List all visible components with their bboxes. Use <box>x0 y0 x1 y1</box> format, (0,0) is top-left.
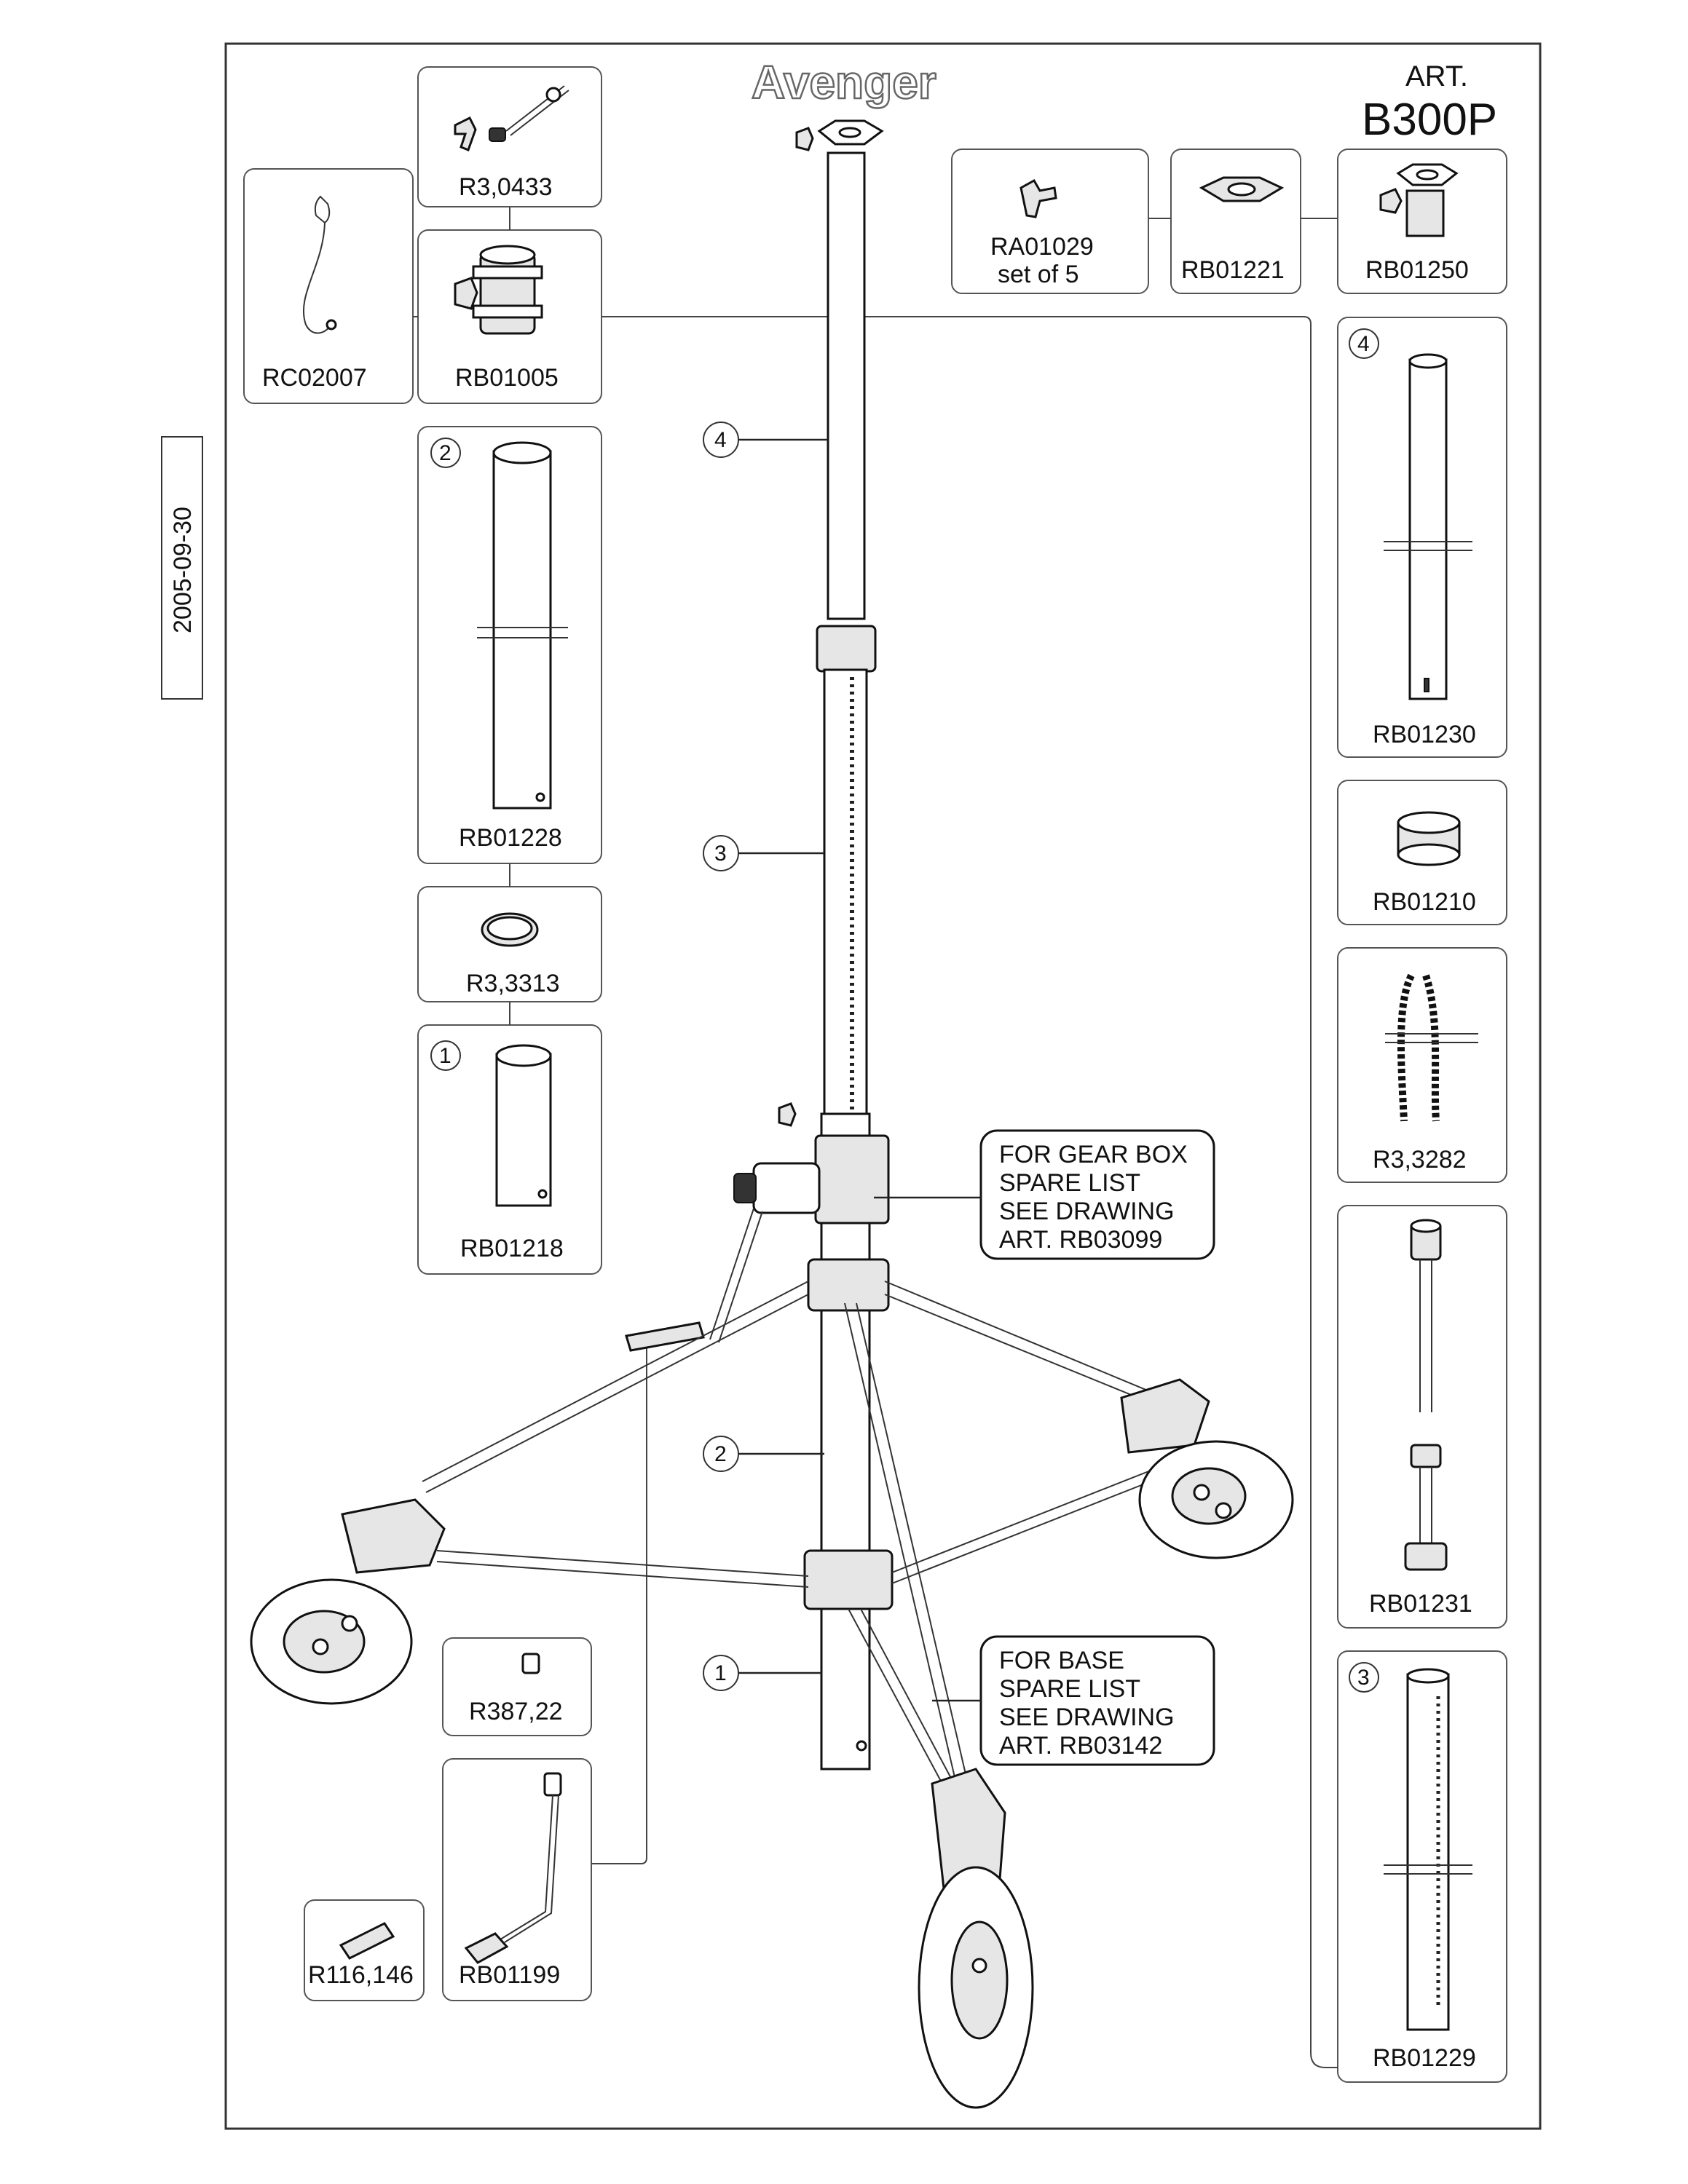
art-label: ART. <box>1405 60 1468 92</box>
part-box-rb01005: RB01005 <box>417 229 602 404</box>
part-code: RB01229 <box>1373 2044 1476 2072</box>
part-code: RA01029 <box>990 233 1094 261</box>
note-line: SEE DRAWING <box>999 1198 1175 1225</box>
note-line: FOR BASE <box>999 1647 1124 1674</box>
part-code: R3,3282 <box>1373 1146 1467 1174</box>
part-code: RB01230 <box>1373 721 1476 748</box>
note-base: FOR BASE SPARE LIST SEE DRAWING ART. RB0… <box>932 1635 1215 1766</box>
section-number: 1 <box>439 1044 451 1068</box>
part-code: R116,146 <box>308 1961 414 1989</box>
part-box-rb01210: RB01210 <box>1337 780 1507 925</box>
part-box-rb01228: 2 RB01228 <box>417 426 602 864</box>
connector-lines <box>413 207 1338 2068</box>
part-box-r116-146: R116,146 <box>304 1899 425 2001</box>
part-code: RB01231 <box>1369 1590 1472 1618</box>
section-number: 4 <box>1357 332 1370 356</box>
callout-3: 3 <box>703 835 824 871</box>
part-box-r3-0433: R3,0433 <box>417 66 602 207</box>
part-box-ra01029: RA01029 set of 5 <box>951 149 1149 294</box>
part-code: RB01228 <box>459 824 562 852</box>
part-code: RB01250 <box>1365 256 1469 284</box>
part-box-r3-3282: R3,3282 <box>1337 947 1507 1183</box>
part-code: RB01221 <box>1181 256 1285 284</box>
date-text: 2005-09-30 <box>169 507 197 633</box>
part-code: R3,0433 <box>459 173 553 201</box>
date-stamp: 2005-09-30 <box>161 436 203 700</box>
part-code: R387,22 <box>469 1698 563 1725</box>
note-line: SEE DRAWING <box>999 1704 1175 1731</box>
callout-number: 2 <box>714 1442 727 1466</box>
part-code: RC02007 <box>262 364 367 392</box>
part-box-rc02007: RC02007 <box>243 168 414 404</box>
callout-2: 2 <box>703 1436 824 1472</box>
part-note: set of 5 <box>998 261 1079 288</box>
part-box-rb01250: RB01250 <box>1337 149 1507 294</box>
drawing-frame <box>224 42 1542 2130</box>
callout-number: 4 <box>714 428 727 452</box>
note-line: SPARE LIST <box>999 1169 1140 1197</box>
callout-4: 4 <box>703 422 828 458</box>
stand-illustration <box>250 119 1294 2109</box>
art-number: B300P <box>1362 95 1497 145</box>
part-code: RB01199 <box>459 1961 560 1989</box>
section-number: 2 <box>439 441 451 465</box>
part-box-rb01229: 3 RB01229 <box>1337 1650 1507 2083</box>
note-gear-box: FOR GEAR BOX SPARE LIST SEE DRAWING ART.… <box>874 1129 1215 1260</box>
part-code: R3,3313 <box>466 970 560 997</box>
callout-number: 1 <box>714 1661 727 1685</box>
part-box-r387-22: R387,22 <box>442 1637 592 1736</box>
note-line: ART. RB03099 <box>999 1226 1162 1254</box>
part-code: RB01210 <box>1373 888 1476 916</box>
brand-title: Avenger <box>752 56 936 108</box>
part-box-r3-3313: R3,3313 <box>417 886 602 1002</box>
note-line: ART. RB03142 <box>999 1732 1162 1760</box>
part-box-rb01231: RB01231 <box>1337 1205 1507 1629</box>
part-code: RB01218 <box>460 1235 564 1262</box>
part-box-rb01230: 4 RB01230 <box>1337 317 1507 758</box>
callout-number: 3 <box>714 842 727 866</box>
callout-1: 1 <box>703 1655 821 1691</box>
section-number: 3 <box>1357 1666 1370 1690</box>
note-line: SPARE LIST <box>999 1675 1140 1703</box>
part-box-rb01218: 1 RB01218 <box>417 1024 602 1275</box>
part-box-rb01199: RB01199 <box>442 1758 592 2001</box>
part-box-rb01221: RB01221 <box>1170 149 1301 294</box>
note-line: FOR GEAR BOX <box>999 1141 1188 1168</box>
part-code: RB01005 <box>455 364 559 392</box>
